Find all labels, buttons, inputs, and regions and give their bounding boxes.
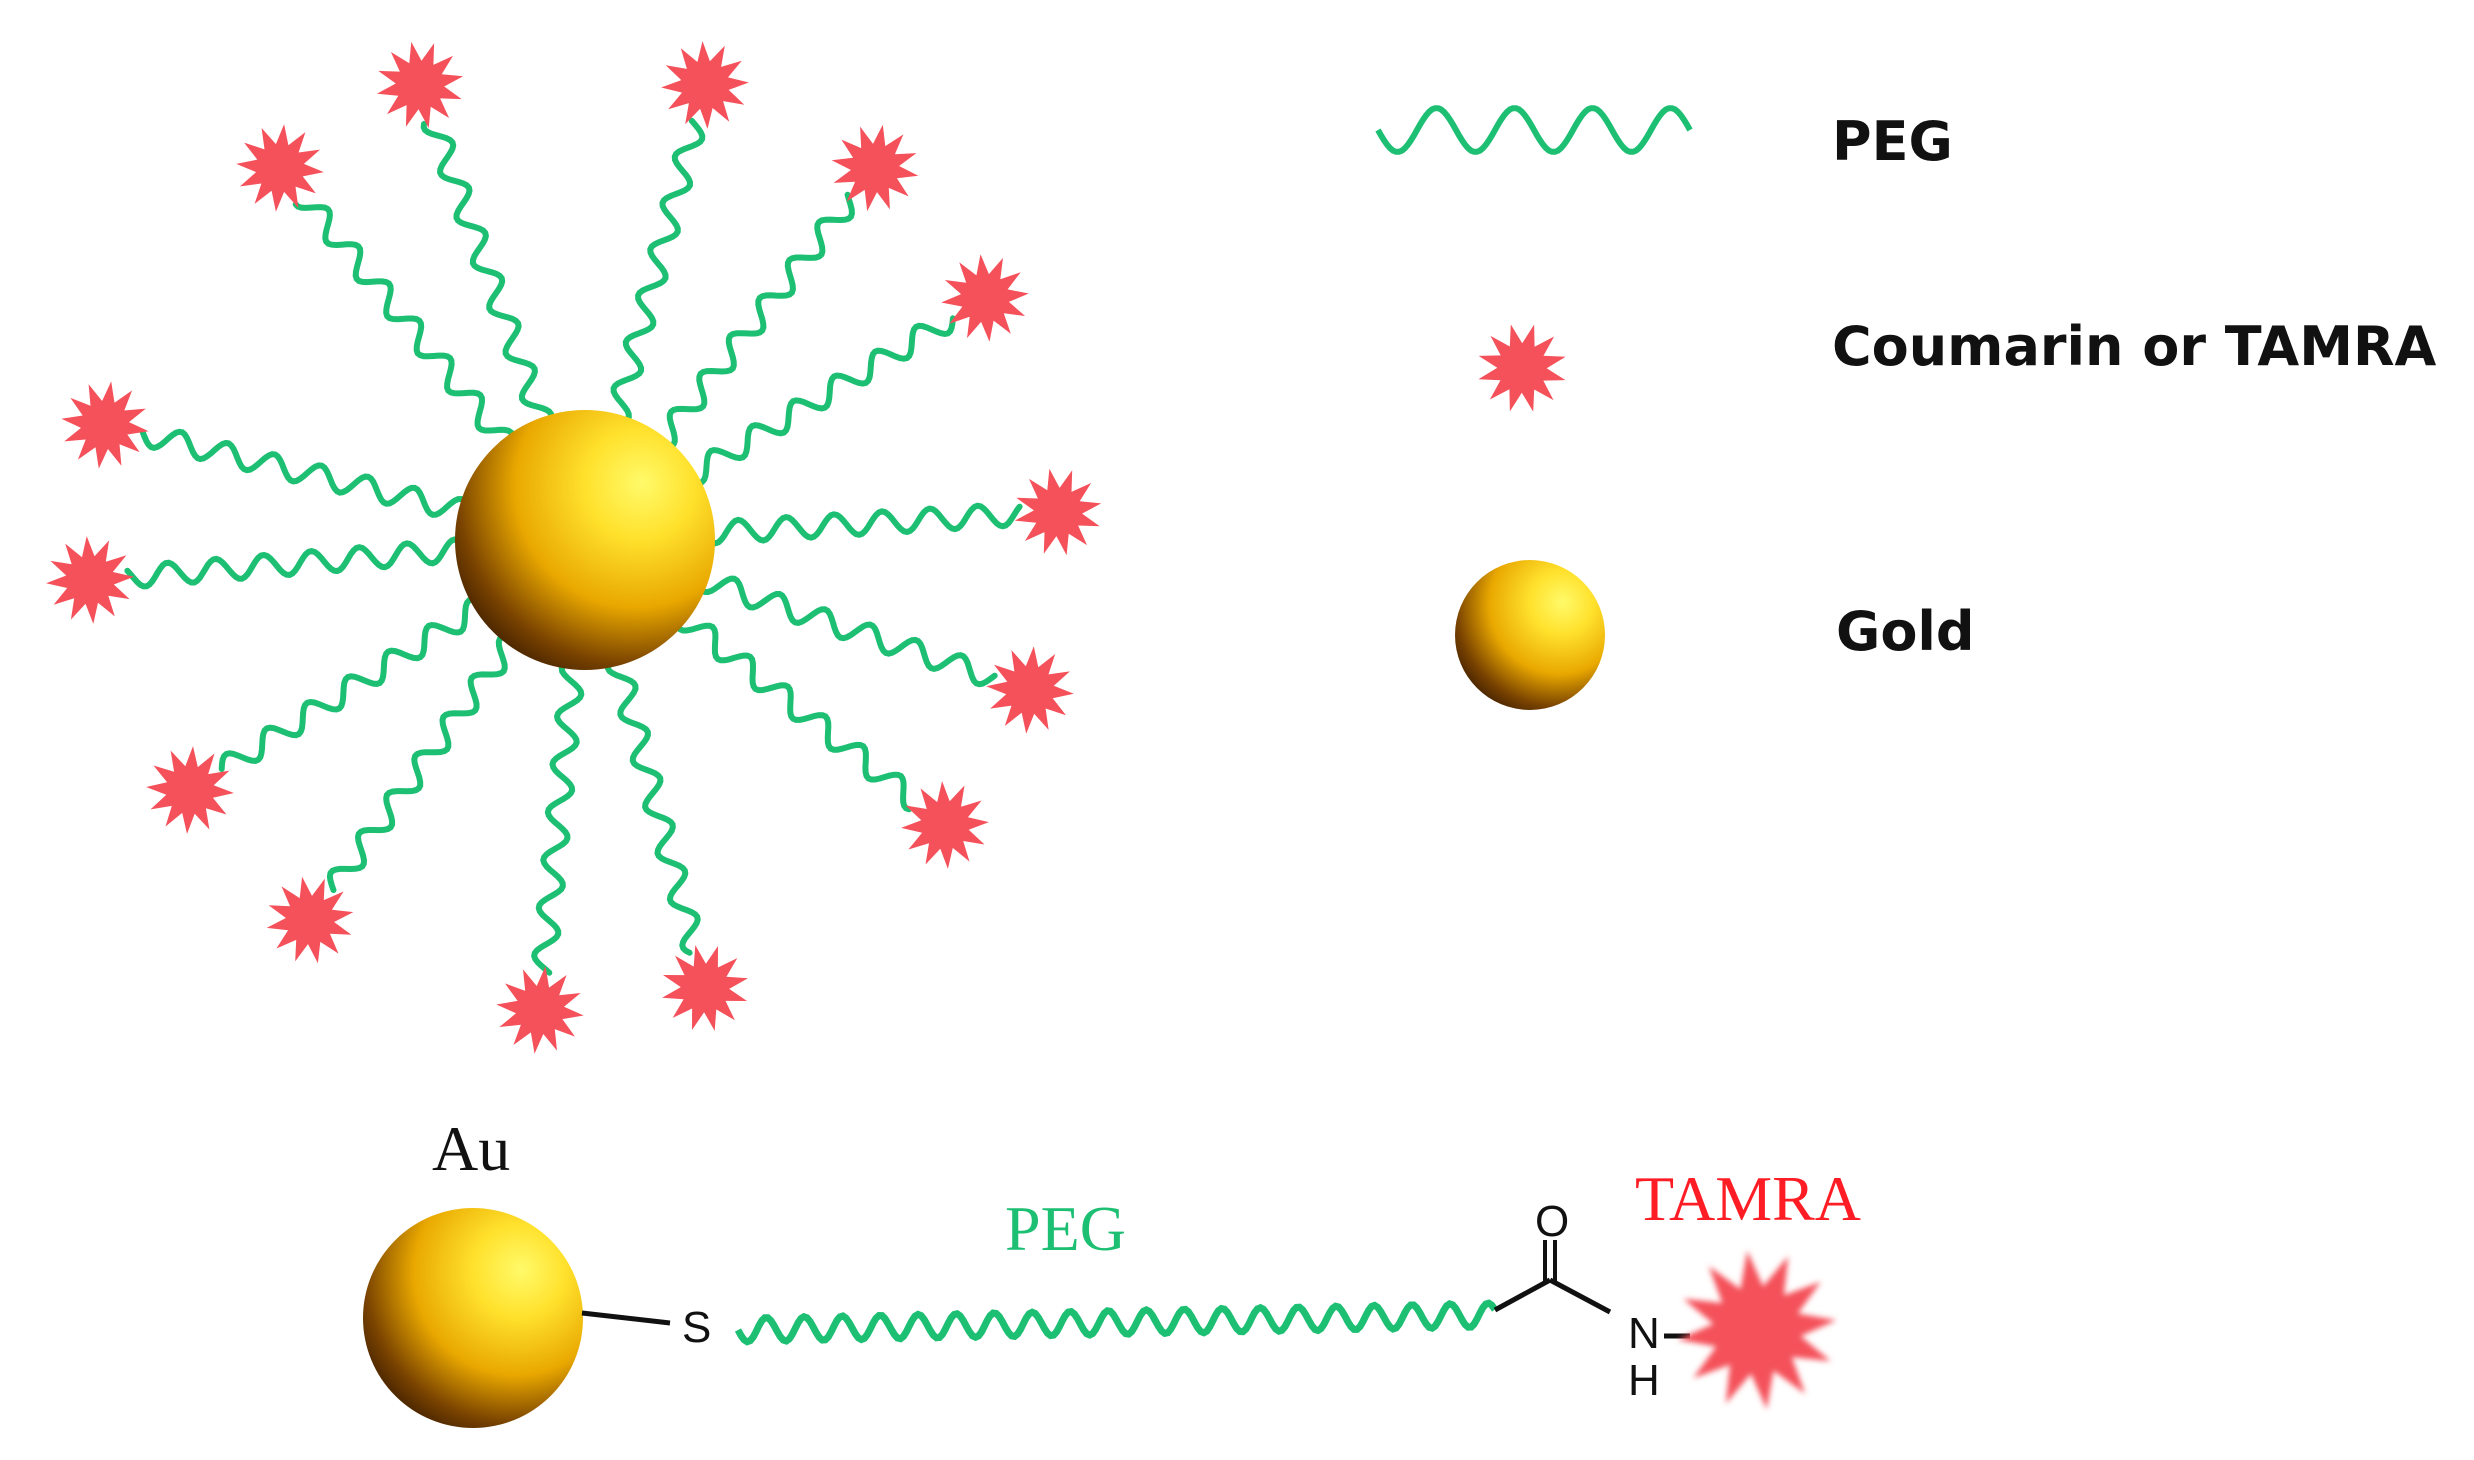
peg-chain-3: [296, 204, 513, 448]
dye-starburst-icon-10: [901, 781, 989, 869]
au-s-bond: [582, 1313, 670, 1323]
tamra-starburst-icon: [1678, 1251, 1837, 1410]
au-label: Au: [432, 1113, 510, 1184]
dye-starburst-legend-icon: [1478, 324, 1565, 411]
peg-chain-10: [677, 613, 909, 809]
peg-chain-12: [330, 636, 516, 891]
legend-peg-label: PEG: [1832, 110, 1953, 173]
dye-starburst-icon-13: [496, 966, 583, 1053]
dye-starburst-icon-8: [46, 536, 134, 624]
peg-chain-1: [424, 124, 552, 429]
dye-starburst-icon-1: [377, 42, 463, 128]
nitrogen-label: N: [1628, 1309, 1660, 1358]
legend-dye-label: Coumarin or TAMRA: [1832, 315, 2437, 378]
dye-starburst-icon-3: [236, 124, 324, 212]
dye-legend-icon: [1478, 324, 1565, 411]
hydrogen-label: H: [1628, 1356, 1660, 1405]
peg-legend-icon: [1378, 108, 1690, 152]
dye-starburst-icon-14: [662, 945, 748, 1031]
sulfur-label: S: [682, 1303, 711, 1352]
dye-starburst-icon-7: [1015, 469, 1101, 555]
peg-chain-8: [127, 540, 467, 587]
peg-chain-13: [534, 658, 581, 973]
gold-legend-icon: [1455, 560, 1605, 710]
legend: PEG Coumarin or TAMRA Gold: [1378, 108, 2437, 710]
peg-chain-7: [703, 506, 1020, 544]
peg-chain-9: [697, 578, 995, 685]
carbonyl-bond-1: [1495, 1280, 1550, 1310]
dye-starburst-icon-2: [661, 41, 749, 129]
amide-bond: [1550, 1280, 1610, 1312]
tamra-dye-icon: [1678, 1251, 1837, 1410]
peg-label: PEG: [1005, 1193, 1126, 1264]
dye-starburst-icon-4: [832, 125, 919, 212]
dye-starburst-icon-9: [986, 646, 1074, 734]
dye-starburst-icon-6: [61, 381, 148, 468]
gold-core-icon: [455, 410, 715, 670]
peg-chain-2: [614, 121, 703, 426]
peg-chain-6: [143, 432, 471, 515]
oxygen-label: O: [1535, 1197, 1569, 1246]
legend-gold-label: Gold: [1836, 600, 1975, 663]
conjugate-scheme: Au S PEG O N H TAMRA: [363, 1113, 1861, 1428]
peg-chain-icon: [738, 1303, 1495, 1342]
gold-sphere-icon: [363, 1208, 583, 1428]
peg-chain-14: [608, 654, 698, 953]
dye-starburst-icon-12: [267, 877, 354, 964]
tamra-label: TAMRA: [1635, 1163, 1861, 1234]
